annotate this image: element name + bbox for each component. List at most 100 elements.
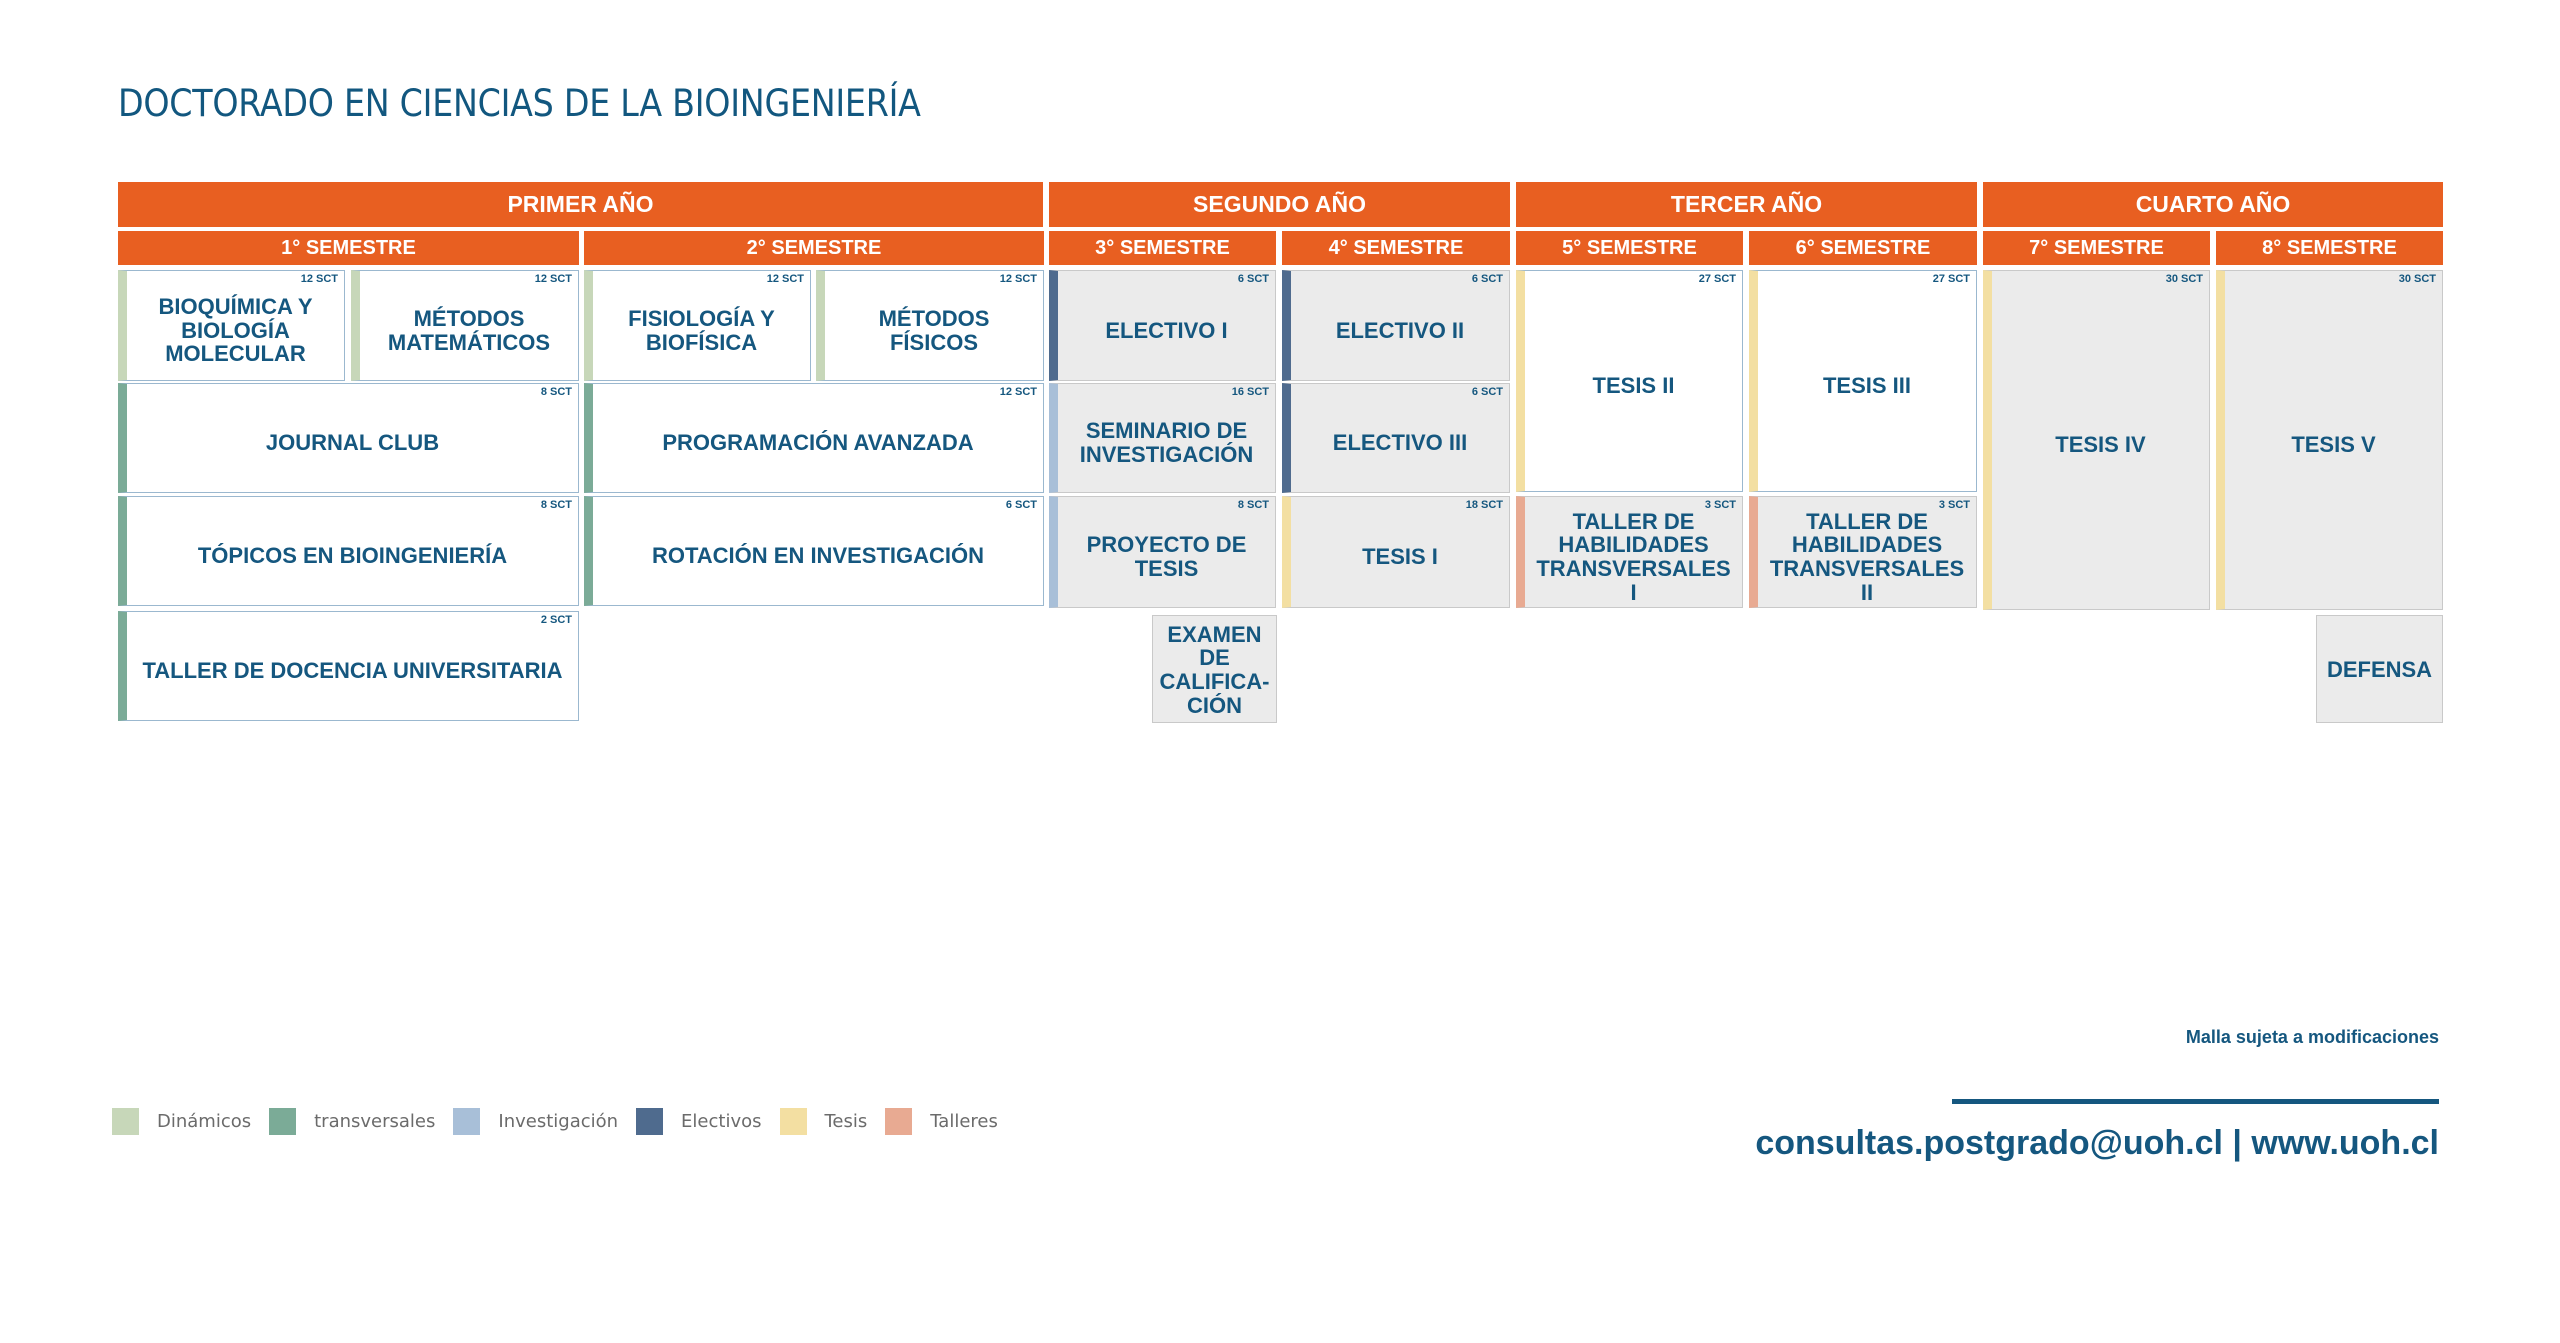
course-cell: 30 SCT TESIS V	[2216, 270, 2443, 610]
sct-credits: 6 SCT	[1237, 273, 1269, 285]
course-name: TESIS V	[2291, 432, 2376, 458]
year-header-4: CUARTO AÑO	[1983, 182, 2443, 227]
course-name: PROYECTO DE TESIS	[1086, 532, 1247, 581]
legend-swatch	[779, 1108, 807, 1135]
sct-credits: 12 SCT	[534, 273, 572, 285]
course-name: JOURNAL CLUB	[265, 430, 440, 456]
page-title: DOCTORADO EN CIENCIAS DE LA BIOINGENIERÍ…	[118, 82, 921, 125]
course-name: TESIS II	[1592, 373, 1675, 399]
course-cell: 6 SCT ROTACIÓN EN INVESTIGACIÓN	[584, 496, 1044, 606]
course-name: TALLER DE DOCENCIA UNIVERSITARIA	[142, 658, 563, 684]
course-cell: 27 SCT TESIS II	[1516, 270, 1743, 492]
legend-item: Tesis	[779, 1108, 886, 1135]
course-cell: 16 SCT SEMINARIO DE INVESTIGACIÓN	[1049, 383, 1276, 493]
semester-header-1: 1° SEMESTRE	[118, 231, 579, 265]
legend-swatch	[269, 1108, 297, 1135]
legend-item: Dinámicos	[112, 1108, 269, 1135]
course-cell: EXAMEN DE CALIFICA- CIÓN	[1152, 615, 1277, 723]
legend-label: Tesis	[824, 1111, 868, 1132]
sct-credits: 12 SCT	[766, 273, 804, 285]
course-name: PROGRAMACIÓN AVANZADA	[662, 430, 974, 456]
year-header-2: SEGUNDO AÑO	[1049, 182, 1510, 227]
sct-credits: 8 SCT	[540, 386, 572, 398]
course-name: SEMINARIO DE INVESTIGACIÓN	[1079, 418, 1254, 467]
course-cell: 6 SCT ELECTIVO I	[1049, 270, 1276, 381]
course-name: ELECTIVO II	[1335, 317, 1465, 343]
course-name: ELECTIVO III	[1332, 430, 1468, 456]
course-name: MÉTODOS MATEMÁTICOS	[387, 305, 551, 355]
semester-header-2: 2° SEMESTRE	[584, 231, 1044, 265]
course-cell: 2 SCT TALLER DE DOCENCIA UNIVERSITARIA	[118, 611, 579, 721]
sct-credits: 8 SCT	[1237, 499, 1269, 511]
course-name: ROTACIÓN EN INVESTIGACIÓN	[651, 543, 985, 569]
course-cell: 27 SCT TESIS III	[1749, 270, 1977, 492]
course-name: TESIS IV	[2055, 432, 2146, 458]
legend-swatch	[636, 1108, 664, 1135]
semester-header-8: 8° SEMESTRE	[2216, 231, 2443, 265]
contact-info: consultas.postgrado@uoh.cl | www.uoh.cl	[1755, 1124, 2439, 1162]
course-name: FISIOLOGÍA Y BIOFÍSICA	[628, 305, 775, 355]
course-cell: 8 SCT JOURNAL CLUB	[118, 383, 579, 493]
course-name: MÉTODOS FÍSICOS	[878, 305, 990, 355]
sct-credits: 6 SCT	[1471, 386, 1503, 398]
course-cell: 12 SCT FISIOLOGÍA Y BIOFÍSICA	[584, 270, 811, 381]
sct-credits: 27 SCT	[1932, 273, 1970, 285]
legend: Dinámicos transversales Investigación Elect…	[112, 1108, 1016, 1135]
legend-label: Electivos	[681, 1111, 762, 1132]
course-name: TESIS I	[1362, 544, 1438, 570]
sct-credits: 6 SCT	[1471, 273, 1503, 285]
sct-credits: 12 SCT	[999, 273, 1037, 285]
course-name: ELECTIVO I	[1105, 317, 1228, 343]
legend-label: Talleres	[930, 1111, 998, 1132]
legend-item: transversales	[269, 1108, 453, 1135]
year-header-1: PRIMER AÑO	[118, 182, 1043, 227]
legend-label: Investigación	[498, 1111, 619, 1132]
sct-credits: 16 SCT	[1231, 386, 1269, 398]
course-name: TESIS III	[1822, 373, 1912, 399]
sct-credits: 3 SCT	[1704, 499, 1736, 511]
course-name: DEFENSA	[2326, 657, 2433, 683]
sct-credits: 30 SCT	[2398, 273, 2436, 285]
course-cell: 12 SCT PROGRAMACIÓN AVANZADA	[584, 383, 1044, 493]
course-cell: 12 SCT BIOQUÍMICA Y BIOLOGÍA MOLECULAR	[118, 270, 345, 381]
course-cell: 12 SCT MÉTODOS MATEMÁTICOS	[351, 270, 579, 381]
legend-swatch	[112, 1108, 139, 1135]
sct-credits: 30 SCT	[2165, 273, 2203, 285]
sct-credits: 12 SCT	[300, 273, 338, 285]
semester-header-4: 4° SEMESTRE	[1282, 231, 1510, 265]
legend-swatch	[453, 1108, 481, 1135]
semester-header-3: 3° SEMESTRE	[1049, 231, 1276, 265]
sct-credits: 18 SCT	[1465, 499, 1503, 511]
sct-credits: 3 SCT	[1938, 499, 1970, 511]
legend-item: Electivos	[636, 1108, 779, 1135]
semester-header-6: 6° SEMESTRE	[1749, 231, 1977, 265]
semester-header-5: 5° SEMESTRE	[1516, 231, 1743, 265]
modifications-note: Malla sujeta a modificaciones	[2185, 1027, 2439, 1047]
course-name: BIOQUÍMICA Y BIOLOGÍA MOLECULAR	[158, 294, 313, 367]
legend-item: Investigación	[453, 1108, 636, 1135]
sct-credits: 27 SCT	[1698, 273, 1736, 285]
sct-credits: 8 SCT	[540, 499, 572, 511]
sct-credits: 2 SCT	[540, 614, 572, 626]
course-cell: 12 SCT MÉTODOS FÍSICOS	[816, 270, 1044, 381]
course-name: TÓPICOS EN BIOINGENIERÍA	[197, 543, 508, 569]
year-header-3: TERCER AÑO	[1516, 182, 1977, 227]
legend-label: transversales	[314, 1111, 436, 1132]
course-name: EXAMEN DE CALIFICA- CIÓN	[1159, 621, 1270, 718]
course-cell: DEFENSA	[2316, 615, 2443, 723]
course-cell: 8 SCT TÓPICOS EN BIOINGENIERÍA	[118, 496, 579, 606]
course-name: TALLER DE HABILIDADES TRANSVERSALES I	[1536, 508, 1731, 605]
course-cell: 6 SCT ELECTIVO III	[1282, 383, 1510, 493]
divider-line	[1952, 1099, 2439, 1104]
sct-credits: 12 SCT	[999, 386, 1037, 398]
legend-label: Dinámicos	[157, 1111, 252, 1132]
semester-header-7: 7° SEMESTRE	[1983, 231, 2210, 265]
course-cell: 8 SCT PROYECTO DE TESIS	[1049, 496, 1276, 608]
course-name: TALLER DE HABILIDADES TRANSVERSALES II	[1769, 508, 1965, 605]
course-cell: 30 SCT TESIS IV	[1983, 270, 2210, 610]
course-cell: 6 SCT ELECTIVO II	[1282, 270, 1510, 381]
sct-credits: 6 SCT	[1005, 499, 1037, 511]
legend-item: Talleres	[885, 1108, 1016, 1135]
